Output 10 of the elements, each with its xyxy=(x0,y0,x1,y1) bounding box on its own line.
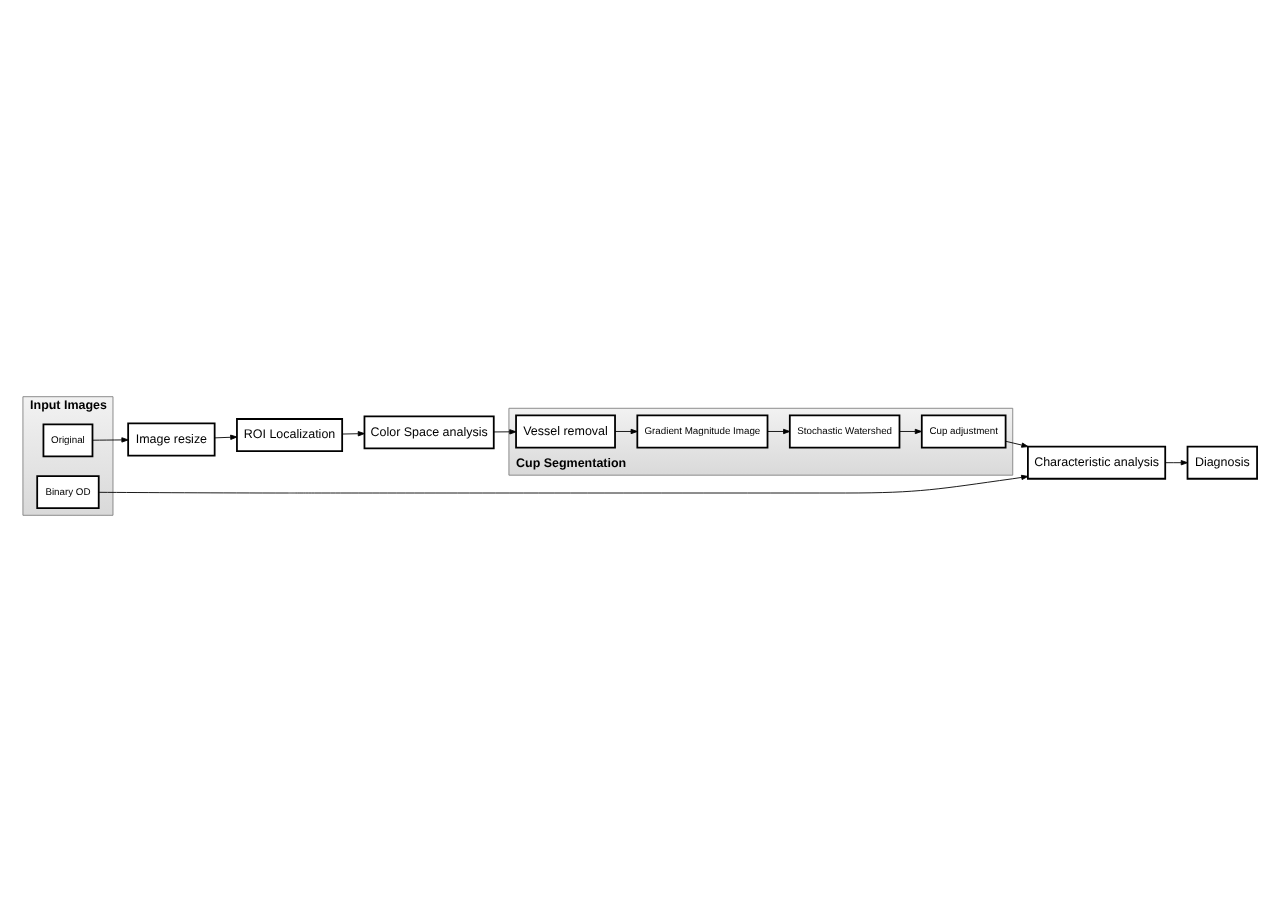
arrow xyxy=(1005,440,1029,448)
arrow xyxy=(767,428,791,435)
arrow xyxy=(899,428,922,435)
arrow xyxy=(98,474,1029,494)
arrow xyxy=(1164,460,1188,466)
arrow xyxy=(614,428,638,435)
arrow xyxy=(92,437,129,443)
arrow xyxy=(493,429,517,435)
arrow xyxy=(342,431,365,437)
arrow xyxy=(214,434,238,440)
